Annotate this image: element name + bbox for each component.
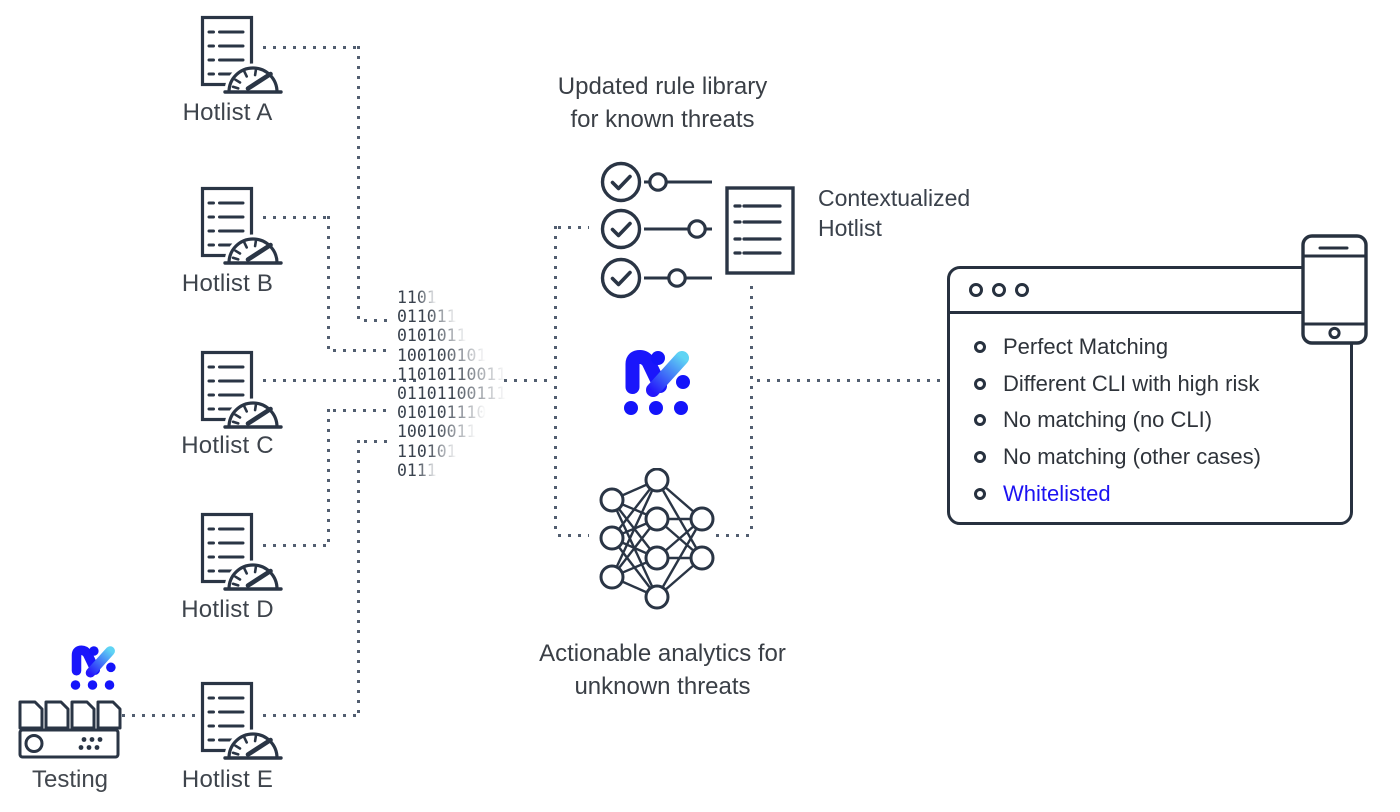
connector-mid-vertical <box>554 226 557 535</box>
connector-nn-right <box>716 534 749 537</box>
contextualized-hotlist-label: Contextualized Hotlist <box>818 185 971 241</box>
window-dot-icon <box>992 283 1006 297</box>
connector-testing <box>122 714 198 717</box>
brand-logo <box>620 348 692 418</box>
connector-hotlist-d-up <box>327 409 330 545</box>
hotlist-c-label: Hotlist C <box>181 432 274 459</box>
window-dot-icon <box>969 283 983 297</box>
hotlist-b-label: Hotlist B <box>181 270 274 297</box>
testing-files-icon <box>18 700 122 730</box>
hotlist-a-gauge-icon <box>222 55 284 97</box>
bullet-icon <box>974 341 986 354</box>
result-item: No matching (other cases) <box>974 439 1350 476</box>
hotlist-d-gauge-icon <box>222 552 284 594</box>
bullet-icon <box>974 377 986 390</box>
hotlist-b-gauge-icon <box>222 226 284 268</box>
rule-library-title: Updated rule library for known threats <box>557 73 768 133</box>
result-window: Perfect Matching Different CLI with high… <box>947 266 1353 525</box>
bullet-icon <box>974 451 986 464</box>
result-item: Different CLI with high risk <box>974 366 1350 403</box>
contextualized-hotlist-doc-icon <box>725 186 795 275</box>
analytics-title: Actionable analytics for unknown threats <box>539 640 786 700</box>
connector-hotlist-a <box>263 46 360 49</box>
rule-library-icon <box>600 161 795 299</box>
connector-to-nn-left <box>558 534 589 537</box>
result-item: No matching (no CLI) <box>974 402 1350 439</box>
neural-network-icon <box>599 468 715 610</box>
hotlist-d-label: Hotlist D <box>181 596 274 623</box>
result-item: Perfect Matching <box>974 329 1350 366</box>
window-controls <box>950 269 1350 314</box>
bullet-icon <box>974 414 986 427</box>
checkmark-icon <box>600 161 642 203</box>
connector-c-out <box>504 379 554 382</box>
binary-stream: 1101 011011 0101011 100100101 1101011001… <box>397 288 507 480</box>
hotlist-a-label: Hotlist A <box>182 99 273 126</box>
checkmark-icon <box>600 257 642 299</box>
connector-hotlist-c <box>263 379 423 382</box>
testing-label: Testing <box>31 766 109 793</box>
bullet-icon <box>974 487 986 500</box>
connector-hotlist-d <box>263 544 329 547</box>
connector-output <box>757 379 947 382</box>
connector-b-feed <box>333 349 393 352</box>
checkmark-icon <box>600 208 642 250</box>
connector-hotlist-e-up <box>357 440 360 715</box>
hotlist-e-gauge-icon <box>222 721 284 763</box>
connector-d-feed <box>333 409 393 412</box>
connector-to-rules <box>558 226 589 229</box>
connector-right-vertical <box>750 286 753 535</box>
connector-a-feed <box>364 319 394 322</box>
connector-hotlist-a-down <box>357 46 360 320</box>
testing-server-icon <box>18 728 120 759</box>
hotlist-e-label: Hotlist E <box>181 766 274 793</box>
result-item-whitelisted: Whitelisted <box>974 475 1350 512</box>
connector-e-feed <box>364 440 393 443</box>
slider-knob-icons <box>648 172 707 288</box>
testing-brand-logo <box>68 644 117 692</box>
connector-hotlist-e <box>263 714 359 717</box>
connector-hotlist-b <box>263 216 329 219</box>
phone-icon <box>1301 234 1368 345</box>
hotlist-c-gauge-icon <box>222 390 284 432</box>
connector-hotlist-b-down <box>327 216 330 350</box>
window-dot-icon <box>1015 283 1029 297</box>
result-list: Perfect Matching Different CLI with high… <box>950 314 1350 512</box>
